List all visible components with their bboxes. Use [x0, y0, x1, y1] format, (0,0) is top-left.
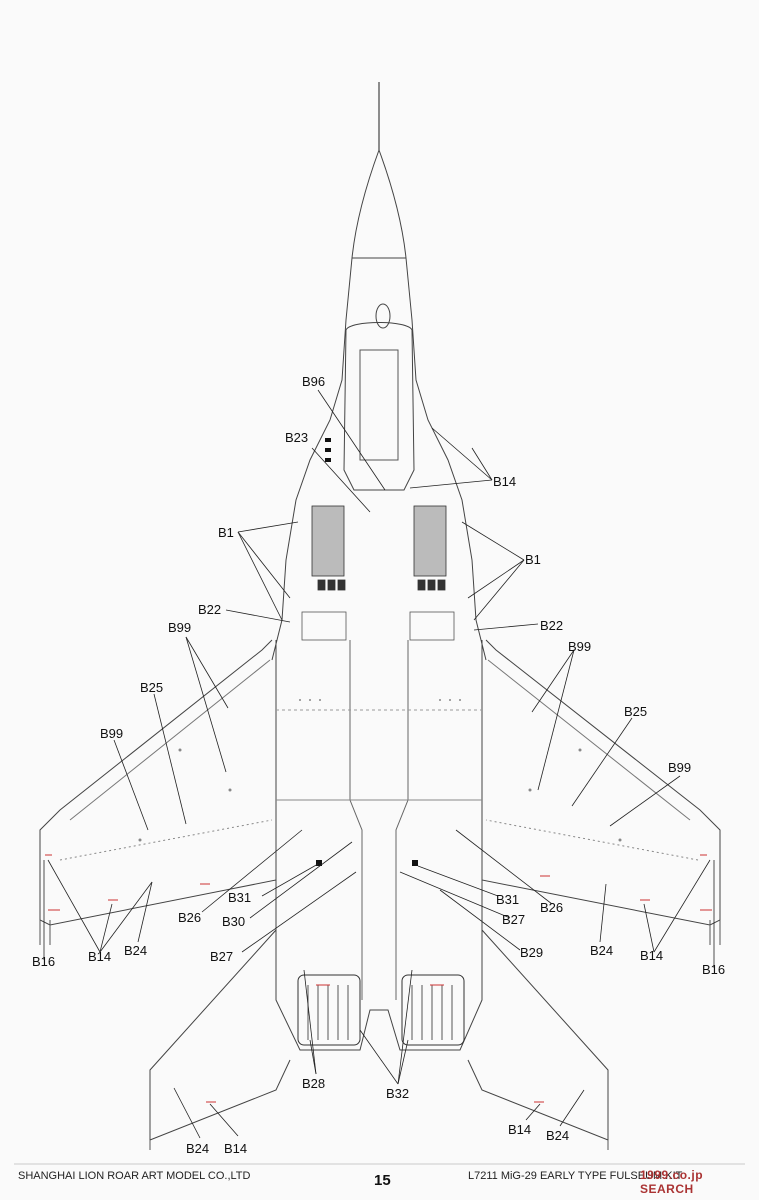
aircraft-outline: [39, 82, 721, 1150]
leader-lines: [43, 389, 715, 1139]
cockpit-outline: [343, 322, 415, 491]
label-b14-right-wing: B14: [640, 948, 663, 963]
label-b99-right-lower: B99: [668, 760, 691, 775]
right-stabilizer: [467, 929, 609, 1141]
label-b1-left: B1: [218, 525, 234, 540]
center-fuselage: [275, 640, 483, 1051]
label-b30: B30: [222, 914, 245, 929]
left-nozzle: [297, 974, 361, 1046]
label-b27-left: B27: [210, 949, 233, 964]
left-wing: [39, 639, 277, 926]
label-b96: B96: [302, 374, 325, 389]
label-b22-right: B22: [540, 618, 563, 633]
label-b16-right: B16: [702, 962, 725, 977]
label-b25-right: B25: [624, 704, 647, 719]
footer-product: L7211 MiG-29 EARLY TYPE FULSEUM KIT: [468, 1170, 683, 1182]
label-b24-left-tail: B24: [186, 1141, 209, 1156]
label-b99-left-lower: B99: [100, 726, 123, 741]
label-b99-right-upper: B99: [568, 639, 591, 654]
label-b29: B29: [520, 945, 543, 960]
label-b14-left-wing: B14: [88, 949, 111, 964]
label-b23: B23: [285, 430, 308, 445]
right-nozzle: [401, 974, 465, 1046]
sensor-markers: [316, 438, 418, 866]
page-number: 15: [374, 1172, 391, 1189]
nose-outline: [271, 149, 487, 661]
label-b25-left: B25: [140, 680, 163, 695]
footer-company: SHANGHAI LION ROAR ART MODEL CO.,LTD: [18, 1170, 251, 1182]
label-b14-top: B14: [493, 474, 516, 489]
label-b14-right-tail: B14: [508, 1122, 531, 1137]
label-b31-right: B31: [496, 892, 519, 907]
right-wing: [481, 639, 721, 926]
label-b32: B32: [386, 1086, 409, 1101]
cockpit-seat: [359, 349, 399, 461]
rivet-pattern: [138, 699, 622, 842]
label-b26-left: B26: [178, 910, 201, 925]
label-b99-left-upper: B99: [168, 620, 191, 635]
label-b16-left: B16: [32, 954, 55, 969]
label-b26-right: B26: [540, 900, 563, 915]
label-b24-right-wing: B24: [590, 943, 613, 958]
label-b1-right: B1: [525, 552, 541, 567]
watermark: 1999.co.jp SEARCH: [640, 1168, 704, 1196]
label-b27-right: B27: [502, 912, 525, 927]
callout-labels: B96 B23 B14 B1 B1 B22 B22 B99 B99 B25 B2…: [32, 374, 725, 1156]
stencil-marks: [45, 854, 712, 1103]
label-b24-left-wing: B24: [124, 943, 147, 958]
label-b14-left-tail: B14: [224, 1141, 247, 1156]
intake-grilles: [301, 505, 455, 641]
label-b22-left: B22: [198, 602, 221, 617]
label-b28: B28: [302, 1076, 325, 1091]
label-b31-left: B31: [228, 890, 251, 905]
label-b24-right-tail: B24: [546, 1128, 569, 1143]
cockpit-dial: [375, 303, 391, 329]
